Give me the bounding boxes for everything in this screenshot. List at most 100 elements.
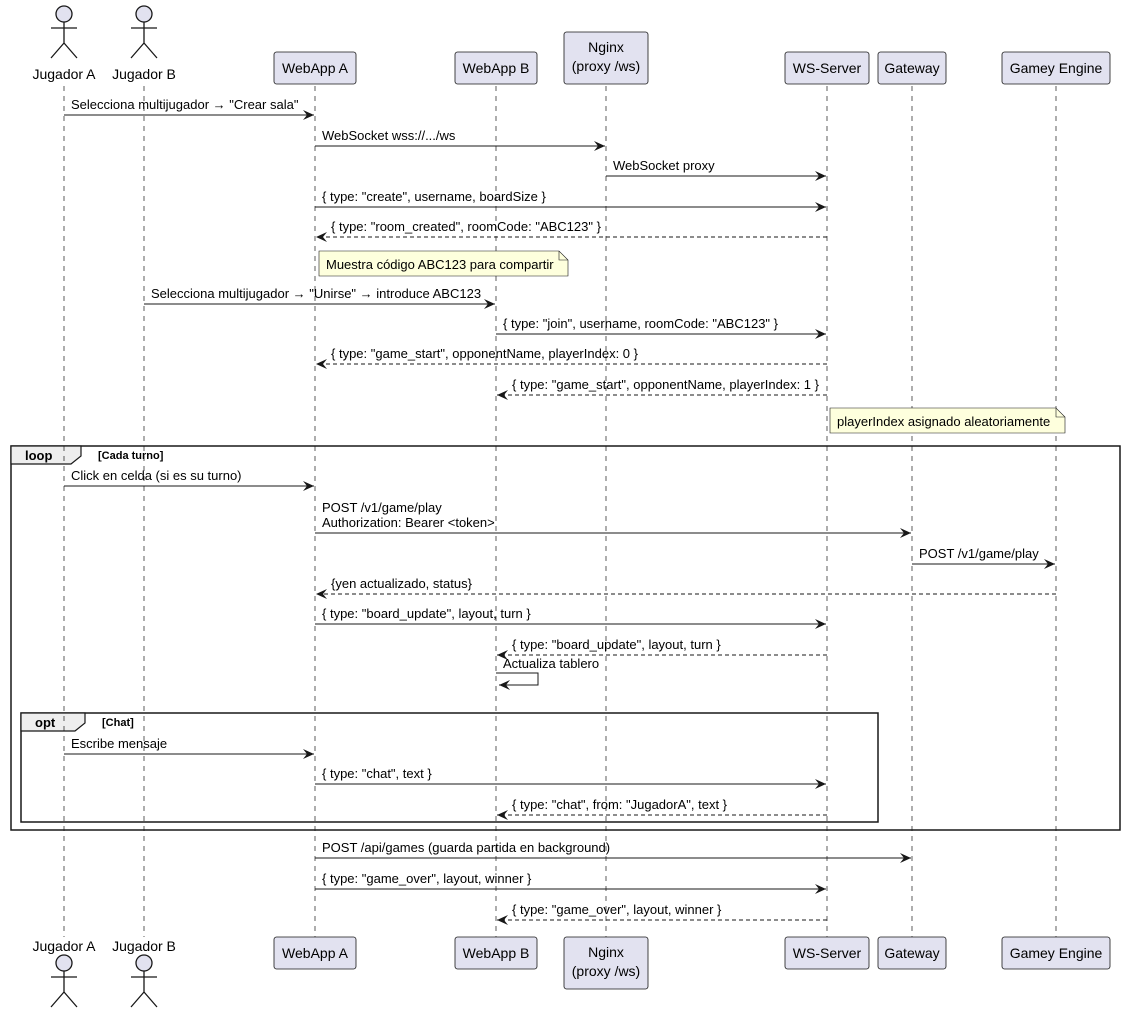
message-label: { type: "chat", text } xyxy=(322,766,432,781)
participant-label: Gateway xyxy=(884,945,939,961)
participant-jb-bottom: Jugador B xyxy=(112,938,176,1008)
frame-opt-keyword: opt xyxy=(35,715,56,730)
message-17: Escribe mensaje xyxy=(64,736,314,759)
frame-opt: opt [Chat] xyxy=(20,712,879,823)
frame-loop-keyword: loop xyxy=(25,448,52,463)
participant-box xyxy=(273,936,357,970)
participant-label: WebApp B xyxy=(463,945,530,961)
participant-label: Jugador A xyxy=(32,66,96,82)
actor-body-icon xyxy=(130,971,158,1008)
note-shape xyxy=(318,250,569,277)
message-6: Selecciona multijugador → "Unirse" → int… xyxy=(144,286,495,309)
message-9: { type: "game_start", opponentName, play… xyxy=(497,377,827,400)
participant-label: Jugador B xyxy=(112,938,176,954)
participant-box xyxy=(1001,51,1111,85)
message-15: { type: "board_update", layout, turn } xyxy=(497,637,827,660)
message-1: Selecciona multijugador → "Crear sala" xyxy=(64,97,314,120)
actor-head-icon xyxy=(55,954,73,972)
participant-ge-top: Gamey Engine xyxy=(1001,51,1111,85)
participant-ge-bottom: Gamey Engine xyxy=(1001,936,1111,970)
participant-label: Jugador A xyxy=(32,938,96,954)
participant-box xyxy=(454,936,538,970)
message-22: { type: "game_over", layout, winner } xyxy=(497,902,827,925)
participant-box xyxy=(877,51,947,85)
actor-head-icon xyxy=(135,954,153,972)
participant-ja-top: Jugador A xyxy=(32,5,96,82)
participant-box xyxy=(1001,936,1111,970)
message-label: Selecciona multijugador → "Crear sala" xyxy=(71,97,299,112)
message-label: WebSocket proxy xyxy=(613,158,715,173)
message-18: { type: "chat", text } xyxy=(315,766,826,789)
participant-label: WebApp A xyxy=(282,945,349,961)
message-10: Click en celda (si es su turno) xyxy=(64,468,314,491)
frame-opt-border xyxy=(20,712,879,823)
participant-wb-bottom: WebApp B xyxy=(454,936,538,970)
participant-jb-top: Jugador B xyxy=(112,5,176,82)
note-fold-icon xyxy=(1055,408,1065,418)
message-label: Escribe mensaje xyxy=(71,736,167,751)
participant-label: Gateway xyxy=(884,60,939,76)
participant-label: WebApp B xyxy=(463,60,530,76)
participant-label: Gamey Engine xyxy=(1010,945,1103,961)
participant-label: WS-Server xyxy=(793,945,862,961)
participant-box xyxy=(454,51,538,85)
message-label: Click en celda (si es su turno) xyxy=(71,468,242,483)
participant-gw-bottom: Gateway xyxy=(877,936,947,970)
note-fold-icon xyxy=(558,251,568,261)
message-4: { type: "create", username, boardSize } xyxy=(315,189,826,212)
participant-ng-top: Nginx(proxy /ws) xyxy=(563,31,649,85)
message-label: { type: "game_over", layout, winner } xyxy=(512,902,722,917)
message-20: POST /api/games (guarda partida en backg… xyxy=(315,840,911,863)
participant-label: Nginx(proxy /ws) xyxy=(572,944,640,979)
participant-label: Gamey Engine xyxy=(1010,60,1103,76)
participant-ja-bottom: Jugador A xyxy=(32,938,96,1008)
message-5: { type: "room_created", roomCode: "ABC12… xyxy=(316,219,827,242)
message-label: Actualiza tablero xyxy=(503,656,599,671)
note-text: Muestra código ABC123 para compartir xyxy=(326,257,554,272)
message-label: POST /v1/game/play xyxy=(919,546,1039,561)
message-3: WebSocket proxy xyxy=(606,158,826,181)
participant-box xyxy=(563,936,649,990)
message-label: { type: "game_start", opponentName, play… xyxy=(331,346,639,361)
message-16: Actualiza tablero xyxy=(496,656,599,690)
participant-ws-bottom: WS-Server xyxy=(784,936,870,970)
participant-gw-top: Gateway xyxy=(877,51,947,85)
message-2: WebSocket wss://.../ws xyxy=(315,128,605,151)
message-19: { type: "chat", from: "JugadorA", text } xyxy=(497,797,827,820)
frame-loop-guard: [Cada turno] xyxy=(98,450,164,462)
actor-body-icon xyxy=(50,971,78,1008)
participant-wa-top: WebApp A xyxy=(273,51,357,85)
participant-box xyxy=(563,31,649,85)
note-2: playerIndex asignado aleatoriamente xyxy=(829,407,1066,434)
message-label: POST /api/games (guarda partida en backg… xyxy=(322,840,610,855)
message-label: { type: "create", username, boardSize } xyxy=(322,189,547,204)
note-text: playerIndex asignado aleatoriamente xyxy=(837,414,1050,429)
frame-loop: loop [Cada turno] xyxy=(10,445,1121,831)
message-label: { type: "room_created", roomCode: "ABC12… xyxy=(331,219,602,234)
message-21: { type: "game_over", layout, winner } xyxy=(315,871,826,894)
actor-body-icon xyxy=(50,22,78,59)
participant-label: WebApp A xyxy=(282,60,349,76)
participant-label: Nginx(proxy /ws) xyxy=(572,39,640,74)
message-label: { type: "join", username, roomCode: "ABC… xyxy=(503,316,779,331)
frame-loop-border xyxy=(10,445,1121,831)
note-1: Muestra código ABC123 para compartir xyxy=(318,250,569,277)
message-label: { type: "board_update", layout, turn } xyxy=(512,637,721,652)
actor-body-icon xyxy=(130,22,158,59)
participant-label: WS-Server xyxy=(793,60,862,76)
participant-label: Jugador B xyxy=(112,66,176,82)
message-label: Selecciona multijugador → "Unirse" → int… xyxy=(151,286,481,301)
participant-box xyxy=(273,51,357,85)
message-13: {yen actualizado, status} xyxy=(316,576,1056,599)
message-label: {yen actualizado, status} xyxy=(331,576,473,591)
message-arrow xyxy=(496,672,539,690)
frame-opt-guard: [Chat] xyxy=(102,717,134,729)
participant-wa-bottom: WebApp A xyxy=(273,936,357,970)
message-label: { type: "chat", from: "JugadorA", text } xyxy=(512,797,728,812)
message-label: WebSocket wss://.../ws xyxy=(322,128,456,143)
participant-box xyxy=(784,936,870,970)
frame-loop-tab xyxy=(10,445,82,465)
